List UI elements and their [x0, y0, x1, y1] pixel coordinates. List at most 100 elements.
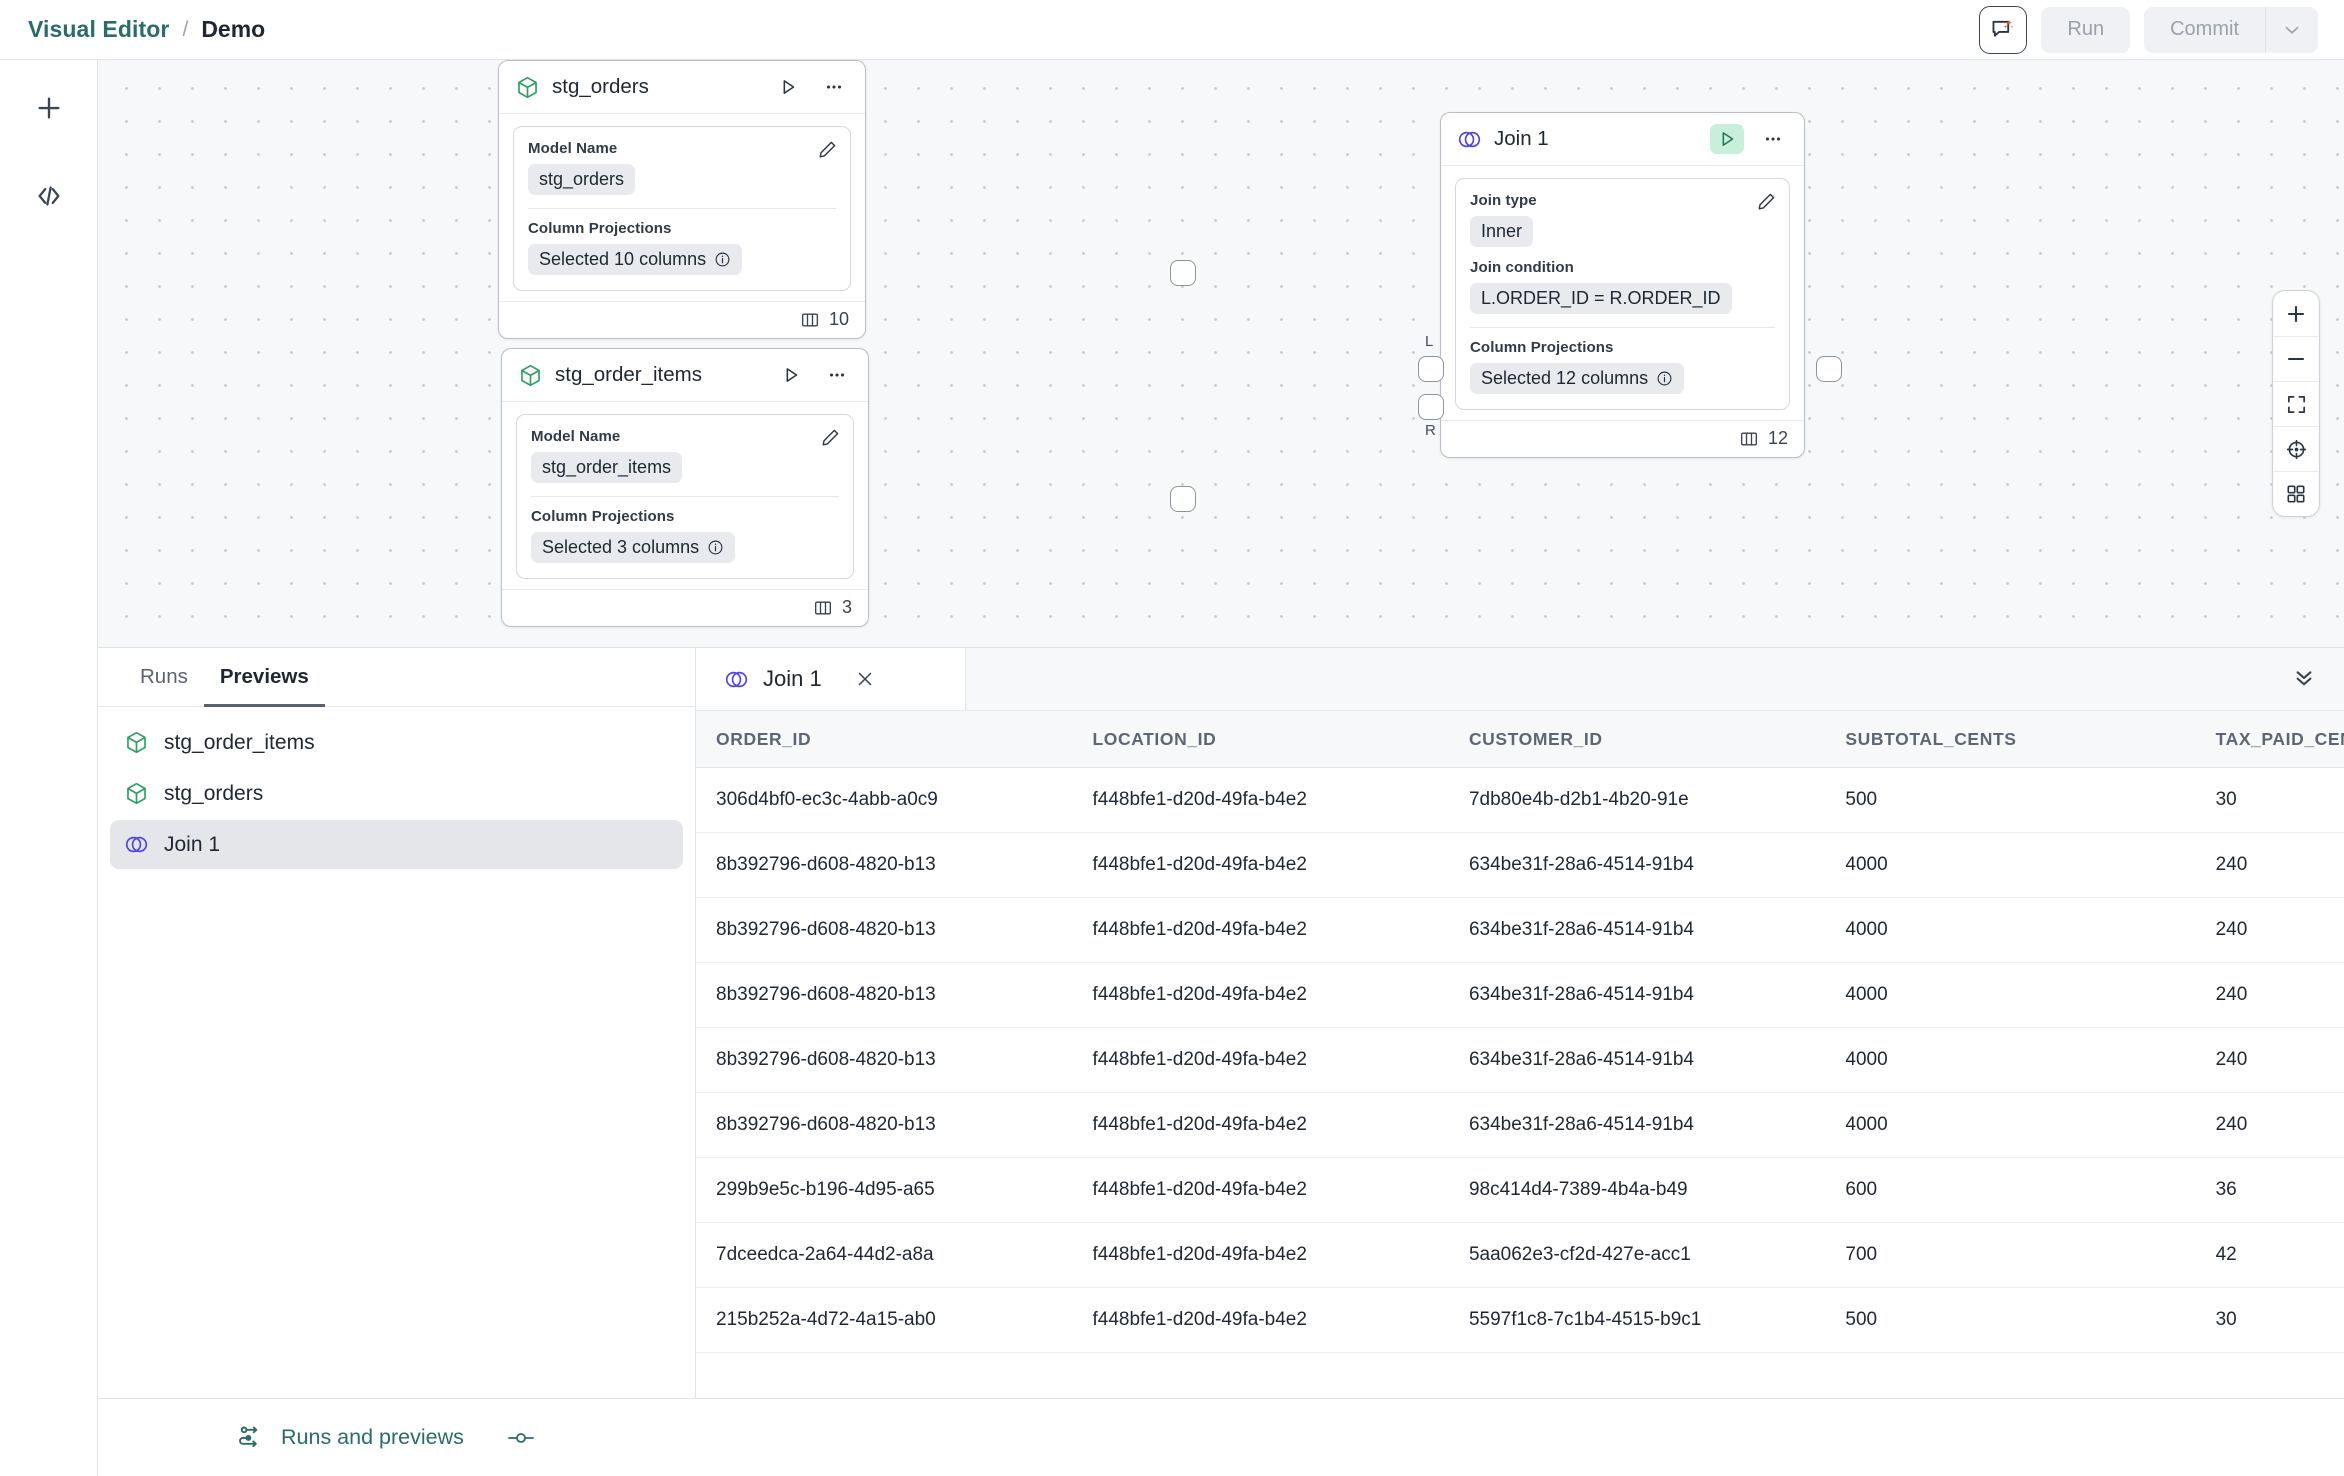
code-view-button[interactable]: [27, 174, 71, 218]
breadcrumb-root[interactable]: Visual Editor: [28, 16, 170, 42]
node-footer: 10: [499, 301, 865, 338]
commit-dropdown-button[interactable]: [2266, 7, 2318, 53]
column-header-location-id[interactable]: LOCATION_ID: [1072, 711, 1449, 768]
grid-layout-button[interactable]: [2273, 471, 2319, 516]
commit-button[interactable]: Commit: [2170, 18, 2239, 40]
field-value-join-condition[interactable]: L.ORDER_ID = R.ORDER_ID: [1470, 283, 1732, 314]
table-row[interactable]: 8b392796-d608-4820-b13 f448bfe1-d20d-49f…: [696, 832, 2344, 898]
node-title: stg_order_items: [555, 363, 702, 386]
table-row[interactable]: 306d4bf0-ec3c-4abb-a0c9 f448bfe1-d20d-49…: [696, 767, 2344, 833]
previews-list: stg_order_items stg_orders: [98, 707, 695, 880]
runs-and-previews-button[interactable]: Runs and previews: [238, 1424, 464, 1451]
ellipsis-icon: [1765, 137, 1781, 141]
input-port-join-left[interactable]: [1418, 356, 1444, 382]
cell-customer-id: 634be31f-28a6-4514-91b4: [1448, 1092, 1826, 1158]
table-row[interactable]: 8b392796-d608-4820-b13 f448bfe1-d20d-49f…: [696, 962, 2344, 1028]
node-body: Model Name stg_order_items Column Projec…: [502, 402, 868, 589]
tab-runs[interactable]: Runs: [140, 665, 188, 688]
zoom-out-button[interactable]: [2273, 336, 2319, 381]
ai-chat-sparkle-button[interactable]: [1979, 5, 2028, 54]
join-venn-icon: [725, 671, 748, 687]
result-table-scroll[interactable]: ORDER_ID LOCATION_ID CUSTOMER_ID SUBTOTA…: [696, 711, 2344, 1398]
node-column-count: 10: [828, 309, 849, 329]
field-label-model-name: Model Name: [528, 140, 618, 157]
node-join-1[interactable]: Join 1: [1440, 112, 1805, 458]
node-run-button[interactable]: [774, 360, 808, 390]
footer-toggle-button[interactable]: [506, 1427, 536, 1449]
tab-previews[interactable]: Previews: [203, 648, 325, 707]
table-row[interactable]: 8b392796-d608-4820-b13 f448bfe1-d20d-49f…: [696, 1027, 2344, 1093]
edit-button[interactable]: [1756, 191, 1777, 217]
fit-screen-button[interactable]: [2273, 381, 2319, 426]
table-row[interactable]: 7dceedca-2a64-44d2-a8a f448bfe1-d20d-49f…: [696, 1222, 2344, 1288]
output-port-stg-orders[interactable]: [1170, 260, 1196, 286]
cube-model-icon: [127, 731, 146, 754]
result-tab-close-button[interactable]: [854, 668, 876, 690]
column-header-subtotal-cents[interactable]: SUBTOTAL_CENTS: [1825, 711, 2196, 768]
column-header-tax-paid-cents[interactable]: TAX_PAID_CENTS: [2195, 711, 2344, 768]
panel-tabs: Runs Previews: [98, 648, 695, 707]
cell-location-id: f448bfe1-d20d-49fa-b4e2: [1072, 1092, 1449, 1158]
node-stg-order-items[interactable]: stg_order_items: [501, 348, 869, 627]
columns-icon: [814, 601, 831, 614]
field-value-column-projections[interactable]: Selected 12 columns: [1470, 363, 1685, 394]
input-port-join-right[interactable]: [1418, 394, 1444, 420]
cell-subtotal-cents: 700: [1825, 1222, 2196, 1288]
flow-canvas[interactable]: stg_orders: [98, 60, 2344, 648]
add-node-button[interactable]: [27, 86, 71, 130]
output-port-join[interactable]: [1816, 356, 1842, 382]
cell-tax-paid-cents: 30: [2195, 1287, 2344, 1353]
join-venn-icon: [1458, 131, 1481, 147]
output-port-stg-order-items[interactable]: [1170, 486, 1196, 512]
zoom-in-button[interactable]: [2273, 291, 2319, 336]
column-header-order-id[interactable]: ORDER_ID: [696, 711, 1073, 768]
field-value-join-type[interactable]: Inner: [1470, 216, 1534, 247]
node-footer: 3: [502, 589, 868, 626]
node-run-button[interactable]: [771, 72, 805, 102]
node-menu-button[interactable]: [820, 360, 854, 390]
collapse-panel-button[interactable]: [2290, 663, 2318, 696]
chevron-down-icon: [2285, 26, 2299, 34]
card-divider: [531, 496, 839, 497]
cell-customer-id: 7db80e4b-d2b1-4b20-91e: [1448, 767, 1826, 833]
node-run-button[interactable]: [1710, 124, 1744, 154]
cell-tax-paid-cents: 240: [2195, 1027, 2344, 1093]
field-value-column-projections[interactable]: Selected 10 columns: [528, 244, 743, 275]
commit-divider: [2265, 6, 2266, 53]
list-item-join-1[interactable]: Join 1: [110, 820, 683, 869]
node-menu-button[interactable]: [817, 72, 851, 102]
list-item-stg-orders[interactable]: stg_orders: [110, 769, 683, 818]
play-icon: [783, 80, 795, 94]
table-header-row: ORDER_ID LOCATION_ID CUSTOMER_ID SUBTOTA…: [696, 711, 2344, 768]
cell-tax-paid-cents: 240: [2195, 832, 2344, 898]
node-menu-button[interactable]: [1756, 124, 1790, 154]
table-row[interactable]: 8b392796-d608-4820-b13 f448bfe1-d20d-49f…: [696, 1092, 2344, 1158]
join-venn-icon: [125, 836, 148, 853]
cell-tax-paid-cents: 30: [2195, 767, 2344, 833]
edit-button[interactable]: [817, 139, 838, 165]
cell-order-id: 8b392796-d608-4820-b13: [696, 1092, 1073, 1158]
cell-location-id: f448bfe1-d20d-49fa-b4e2: [1072, 1027, 1449, 1093]
cell-order-id: 215b252a-4d72-4a15-ab0: [696, 1287, 1073, 1353]
run-button[interactable]: Run: [2041, 6, 2131, 53]
table-body: 306d4bf0-ec3c-4abb-a0c9 f448bfe1-d20d-49…: [696, 767, 2344, 1353]
table-row[interactable]: 215b252a-4d72-4a15-ab0 f448bfe1-d20d-49f…: [696, 1287, 2344, 1353]
list-item-label: Join 1: [164, 832, 221, 856]
pencil-icon: [819, 141, 836, 158]
result-tab-join-1[interactable]: Join 1: [696, 648, 966, 710]
breadcrumb-leaf[interactable]: Demo: [201, 16, 266, 42]
field-value-model-name[interactable]: stg_order_items: [531, 452, 683, 483]
edit-button[interactable]: [820, 427, 841, 453]
grid-layout-icon: [2287, 485, 2305, 503]
field-value-column-projections[interactable]: Selected 3 columns: [531, 532, 736, 563]
cell-location-id: f448bfe1-d20d-49fa-b4e2: [1072, 1222, 1449, 1288]
field-label-column-projections: Column Projections: [528, 220, 672, 237]
list-item-stg-order-items[interactable]: stg_order_items: [110, 718, 683, 767]
column-header-customer-id[interactable]: CUSTOMER_ID: [1448, 711, 1826, 768]
node-stg-orders[interactable]: stg_orders: [498, 60, 866, 339]
cell-tax-paid-cents: 240: [2195, 897, 2344, 963]
field-value-model-name[interactable]: stg_orders: [528, 164, 636, 195]
table-row[interactable]: 8b392796-d608-4820-b13 f448bfe1-d20d-49f…: [696, 897, 2344, 963]
center-target-button[interactable]: [2273, 426, 2319, 471]
table-row[interactable]: 299b9e5c-b196-4d95-a65 f448bfe1-d20d-49f…: [696, 1157, 2344, 1223]
